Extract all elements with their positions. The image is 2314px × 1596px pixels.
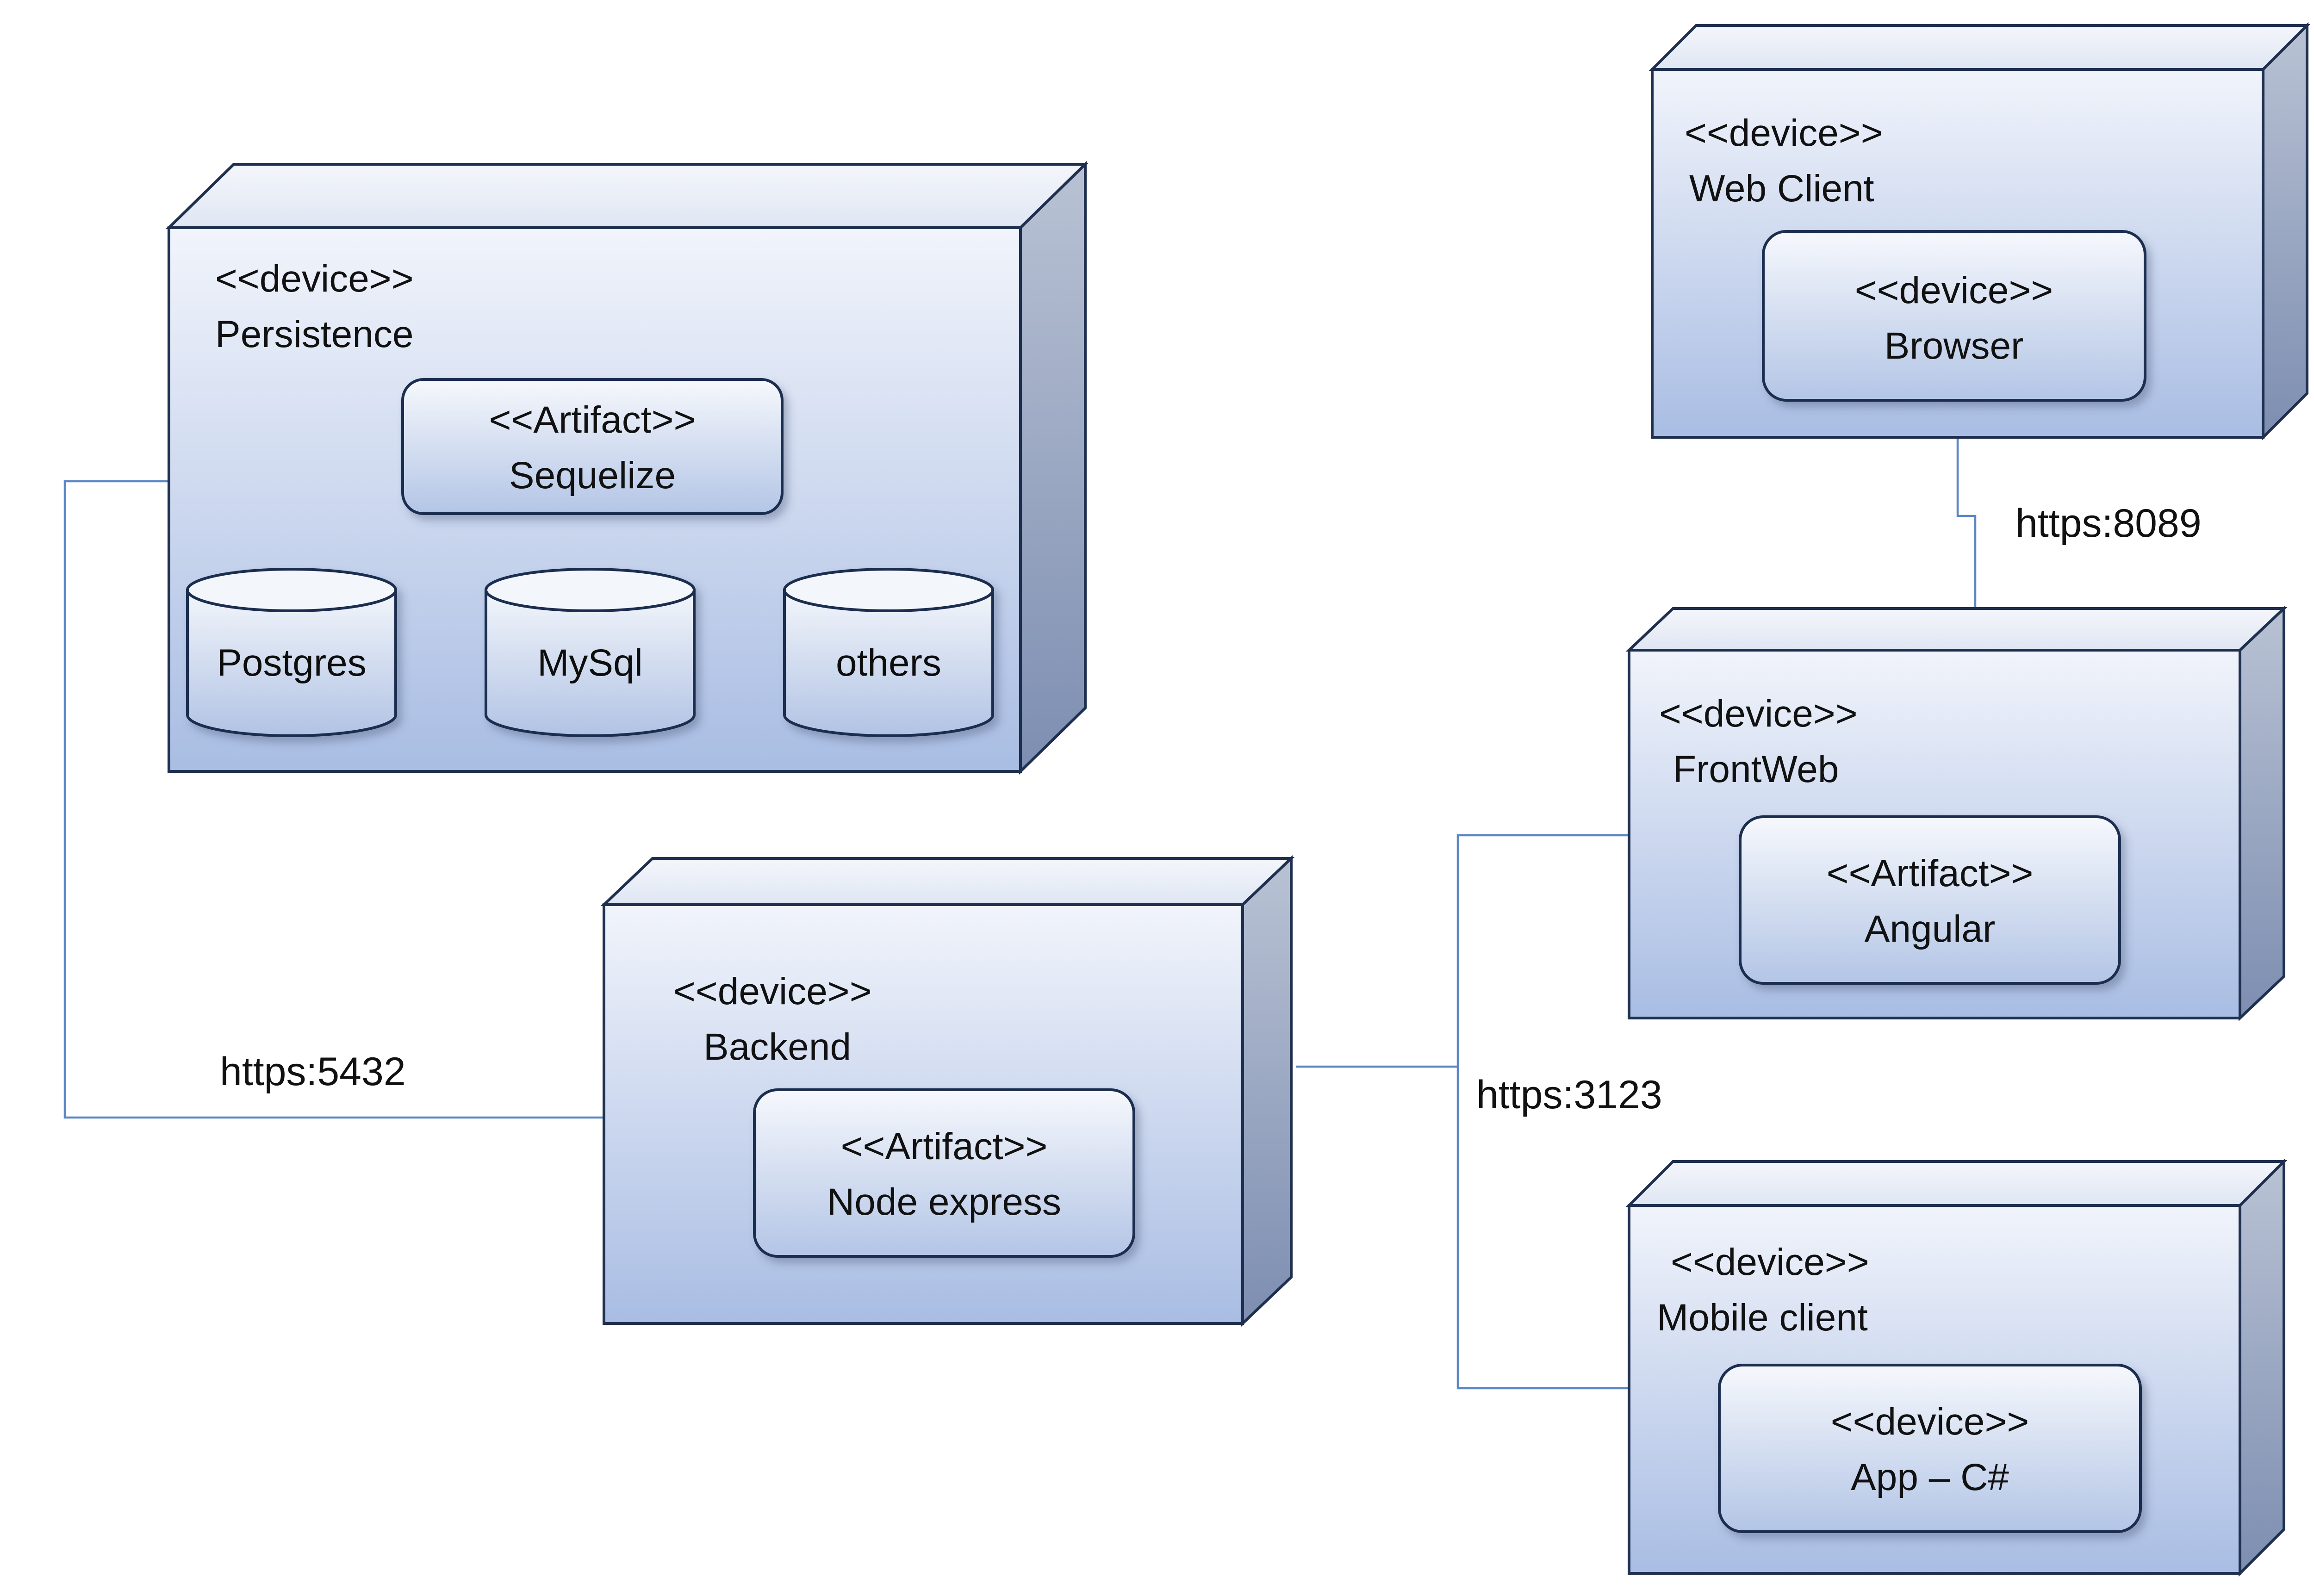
browser-name: Browser: [1885, 325, 2024, 367]
node-express-artifact: <<Artifact>> Node express: [753, 1088, 1135, 1258]
database-mysql-label: MySql: [537, 642, 643, 684]
angular-name: Angular: [1865, 908, 1996, 950]
connector-backend-clients: [1296, 834, 1629, 1390]
database-others: others: [783, 568, 994, 737]
database-postgres-label: Postgres: [217, 642, 367, 684]
web-client-stereotype: <<device>>: [1685, 112, 1883, 154]
web-client-name: Web Client: [1689, 168, 1874, 210]
browser-device: <<device>> Browser: [1762, 230, 2146, 402]
mobile-client-name: Mobile client: [1657, 1297, 1868, 1339]
node-backend: <<device>> Backend <<Artifact>> Node exp…: [600, 855, 1295, 1327]
app-csharp-stereotype: <<device>>: [1831, 1401, 2029, 1443]
node-web-client: <<device>> Web Client <<device>> Browser: [1648, 22, 2311, 441]
node-express-name: Node express: [827, 1181, 1061, 1223]
mobile-client-stereotype: <<device>>: [1671, 1241, 1869, 1283]
angular-stereotype: <<Artifact>>: [1827, 852, 2034, 894]
front-web-name: FrontWeb: [1673, 748, 1839, 790]
browser-stereotype: <<device>>: [1855, 269, 2053, 311]
database-mysql: MySql: [485, 568, 696, 737]
app-csharp-device: <<device>> App – C#: [1718, 1364, 2142, 1533]
front-web-stereotype: <<device>>: [1659, 693, 1858, 735]
database-postgres: Postgres: [186, 568, 397, 737]
app-csharp-name: App – C#: [1851, 1456, 2009, 1498]
backend-name: Backend: [703, 1026, 851, 1068]
connector-webclient-frontweb: [1956, 437, 1977, 609]
persistence-stereotype: <<device>>: [215, 258, 414, 300]
persistence-name: Persistence: [215, 313, 413, 355]
node-express-stereotype: <<Artifact>>: [841, 1125, 1048, 1168]
connector-persistence-backend: [63, 480, 604, 1119]
sequelize-artifact: <<Artifact>> Sequelize: [401, 378, 784, 515]
sequelize-stereotype: <<Artifact>>: [489, 399, 696, 441]
database-others-label: others: [836, 642, 941, 684]
node-front-web: <<device>> FrontWeb <<Artifact>> Angular: [1625, 605, 2288, 1021]
connection-label-5432: https:5432: [220, 1050, 406, 1094]
angular-artifact: <<Artifact>> Angular: [1739, 815, 2121, 985]
sequelize-name: Sequelize: [509, 454, 676, 497]
backend-stereotype: <<device>>: [673, 970, 872, 1012]
connection-label-3123: https:3123: [1476, 1073, 1662, 1117]
connection-label-8089: https:8089: [2015, 501, 2202, 546]
node-mobile-client: <<device>> Mobile client <<device>> App …: [1625, 1158, 2288, 1577]
node-persistence: <<device>> Persistence <<Artifact>> Sequ…: [165, 161, 1089, 775]
